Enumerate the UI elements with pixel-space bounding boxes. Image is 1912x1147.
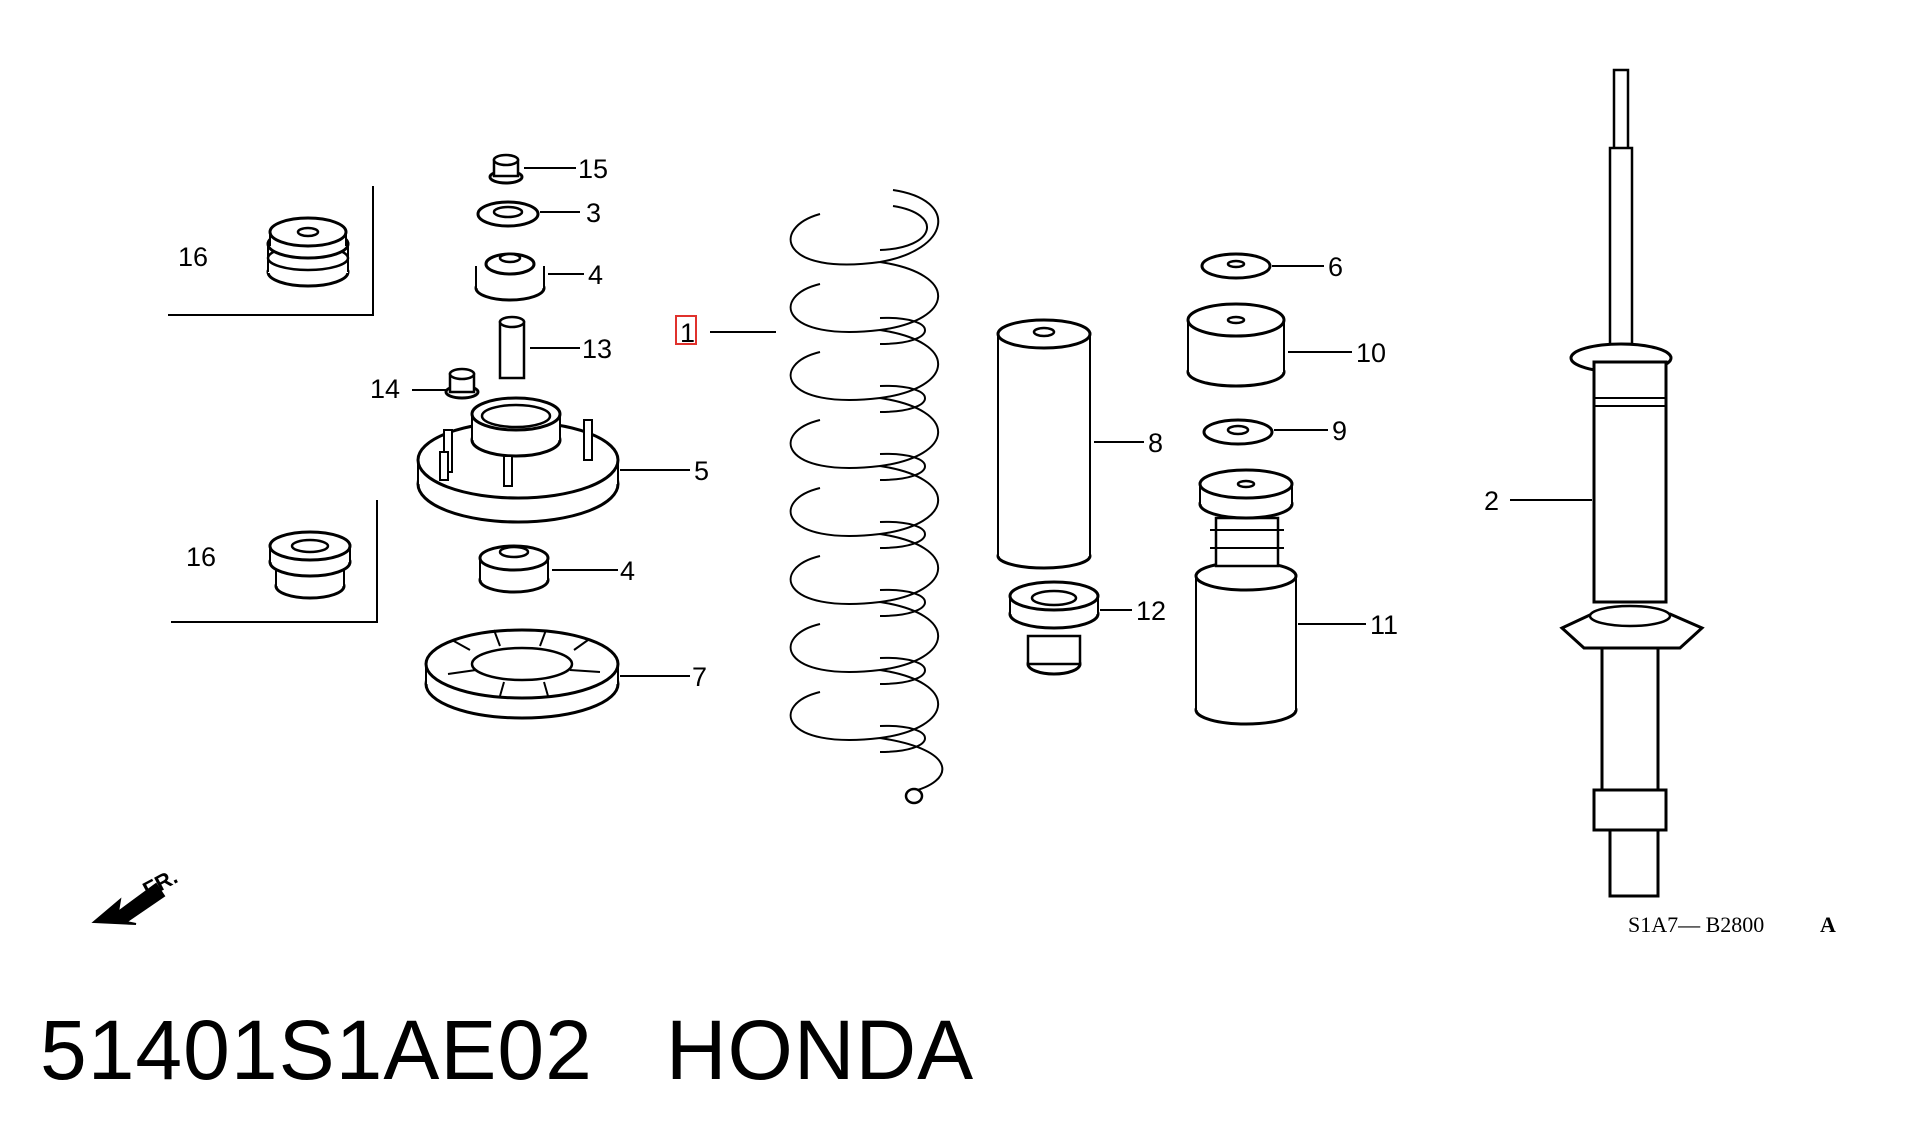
callout-7: 7: [692, 662, 707, 692]
callout-11: 11: [1370, 610, 1398, 640]
callout-5: 5: [694, 456, 709, 486]
part-6-washer: [1200, 252, 1324, 280]
part-14-nut: [412, 367, 480, 400]
callout-4-lower: 4: [620, 556, 635, 586]
callout-3: 3: [586, 198, 601, 228]
callout-16-lower: 16: [186, 542, 216, 572]
callout-labels: 15 3 4 13 14 5 4 7 16 16 1 8 12 6 10 9 1…: [178, 154, 1499, 692]
part-7-spring-seat: [424, 628, 690, 720]
front-direction-arrow-icon: FR.: [91, 864, 182, 925]
highlight-box: [675, 315, 697, 345]
callout-2: 2: [1484, 486, 1499, 516]
diagram-reference-suffix: A: [1820, 912, 1836, 937]
part-15-flange-nut: [488, 153, 576, 185]
callout-4-upper: 4: [588, 260, 603, 290]
callout-15: 15: [578, 154, 608, 184]
callout-8: 8: [1148, 428, 1163, 458]
part-16-lower: [171, 500, 378, 623]
callout-16-upper: 16: [178, 242, 208, 272]
part-16-upper: [168, 186, 374, 316]
part-12-bump-stop: [1008, 580, 1132, 676]
part-3-washer: [476, 200, 580, 228]
part-9-washer: [1202, 418, 1328, 446]
callout-14: 14: [370, 374, 400, 404]
part-1-coil-spring: [675, 189, 944, 805]
callout-6: 6: [1328, 252, 1343, 282]
part-2-shock-absorber: [1510, 68, 1705, 898]
part-13-collar: [498, 315, 580, 380]
callout-1: 1: [680, 318, 695, 348]
callout-13: 13: [582, 334, 612, 364]
part-4-upper-bushing: [474, 252, 584, 302]
callout-10: 10: [1356, 338, 1386, 368]
part-11-bump-rubber: [1194, 468, 1366, 726]
part-5-mount-base: [416, 396, 690, 524]
part-10-cap: [1186, 302, 1352, 388]
diagram-reference-code: S1A7— B2800: [1628, 912, 1764, 937]
callout-12: 12: [1136, 596, 1166, 626]
callout-9: 9: [1332, 416, 1347, 446]
part-number-title: 51401S1AE02 HONDA: [40, 1003, 975, 1097]
part-8-dust-boot: [996, 318, 1144, 570]
part-4-lower-bushing: [478, 544, 618, 594]
